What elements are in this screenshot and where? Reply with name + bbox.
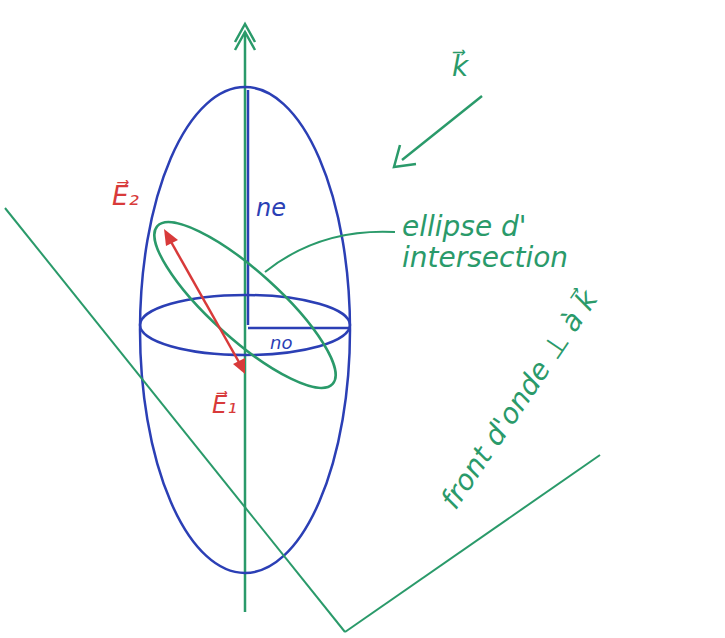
ne-label: ne: [256, 195, 286, 221]
e1-arrowhead: [233, 358, 245, 374]
k-arrowhead: [394, 145, 416, 167]
no-label: no: [270, 333, 292, 353]
wave-vector: [402, 96, 482, 160]
optical-axis: [244, 32, 247, 612]
wavefront-line: [5, 208, 345, 632]
e1-label: E⃗₁: [212, 392, 237, 418]
callout-text: ellipse d' intersection: [402, 212, 612, 274]
wavefront-label: front d'onde ⊥ à k⃗: [436, 285, 605, 514]
intersection-ellipse: [135, 201, 356, 409]
e-vector-line: [170, 240, 240, 364]
leader-line: [265, 232, 395, 272]
axis-arrowhead: [235, 24, 255, 42]
no-semi-axis: [248, 327, 350, 330]
ne-semi-axis: [247, 90, 250, 325]
k-label: k⃗: [452, 52, 468, 83]
equator-ellipse: [140, 295, 350, 355]
e2-label: E⃗₂: [112, 182, 139, 211]
index-ellipsoid: [140, 87, 350, 573]
e2-arrowhead: [164, 229, 178, 246]
